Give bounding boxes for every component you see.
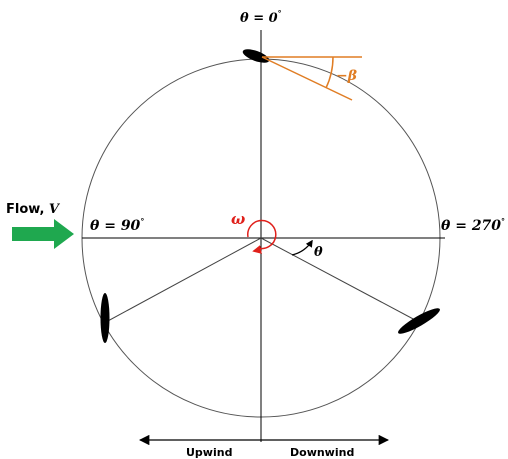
theta-zero-label: θ = 0° xyxy=(240,8,282,26)
theta-arc xyxy=(291,239,313,256)
flow-arrow xyxy=(12,219,74,249)
omega-rotation-arrow xyxy=(247,219,277,254)
theta-270-label: θ = 270° xyxy=(441,216,505,234)
flow-label: Flow, V xyxy=(6,202,61,217)
upwind-label: Upwind xyxy=(186,446,232,459)
theta-ninety-label: θ = 90° xyxy=(90,216,144,234)
beta-arc xyxy=(325,56,334,89)
spoke-right xyxy=(260,237,418,322)
omega-label: ω xyxy=(231,210,245,228)
beta-label: −β xyxy=(336,68,358,84)
blade-right xyxy=(398,308,440,334)
downwind-label: Downwind xyxy=(290,446,354,459)
spoke-left xyxy=(105,237,262,323)
theta-angle-label: θ xyxy=(314,245,323,260)
blade-top xyxy=(242,49,270,63)
beta-chord-line xyxy=(261,56,353,101)
blade-left xyxy=(100,293,110,343)
